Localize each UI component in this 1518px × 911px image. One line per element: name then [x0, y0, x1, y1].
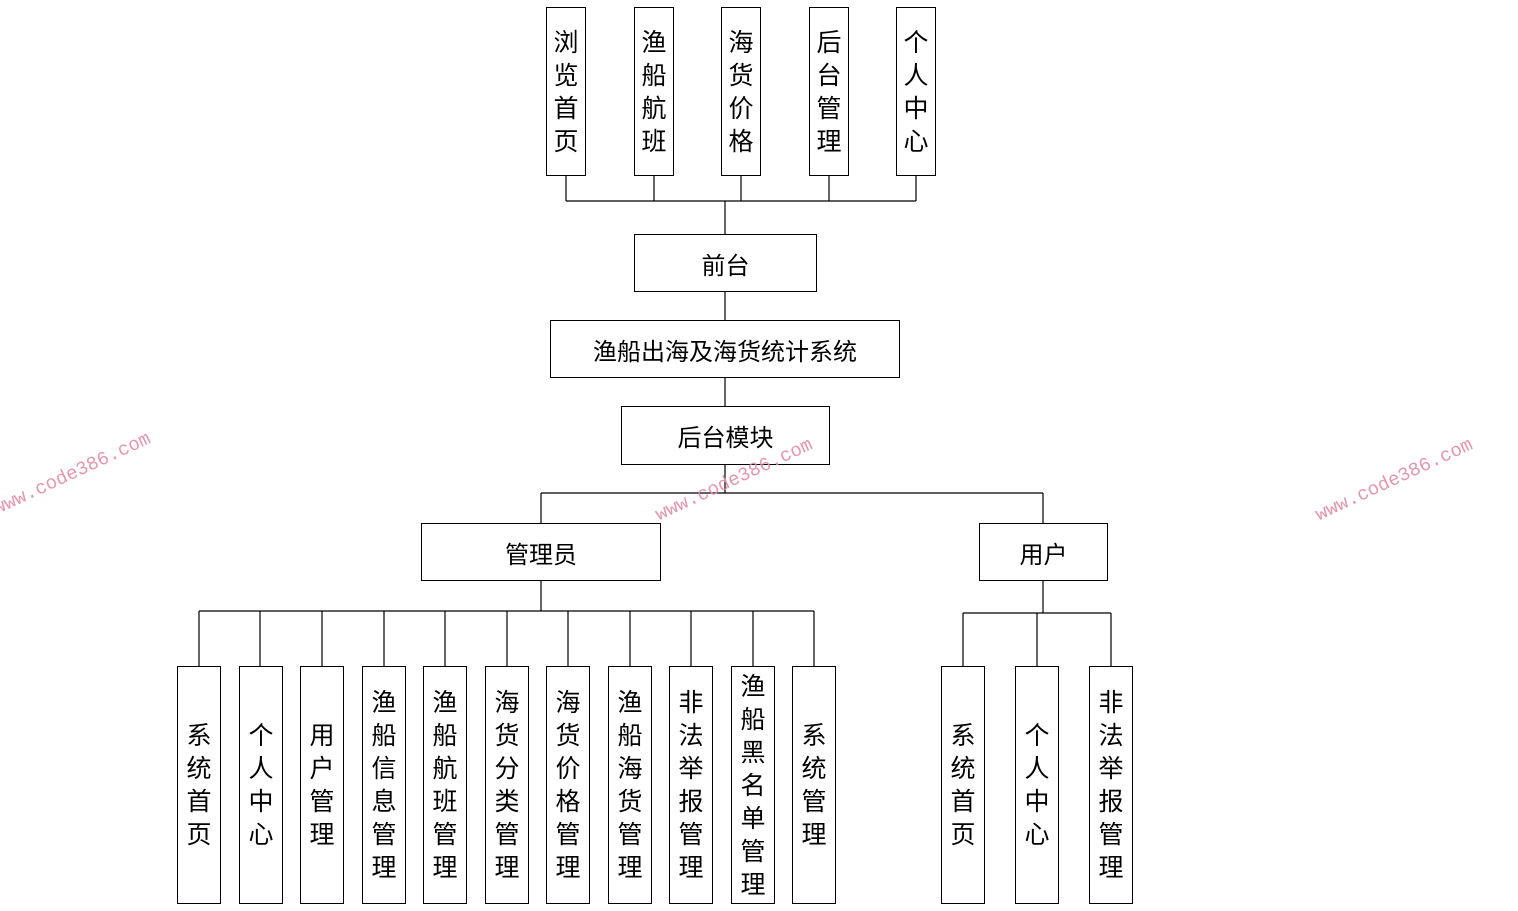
node-label: 系统首页 [186, 721, 212, 849]
node-admin-home: 系统首页 [177, 666, 221, 904]
node-label: 后台模块 [677, 424, 774, 452]
node-admin-blacklist: 渔船黑名单管理 [731, 666, 775, 904]
node-label: 海货价格管理 [555, 688, 581, 882]
node-admin-personal: 个人中心 [239, 666, 283, 904]
node-label: 用户管理 [309, 721, 335, 849]
node-label: 渔船出海及海货统计系统 [593, 337, 857, 366]
node-label: 渔船信息管理 [371, 688, 397, 882]
node-label: 海货分类管理 [494, 688, 520, 882]
node-admin-boat-info: 渔船信息管理 [362, 666, 406, 904]
node-label: 浏览首页 [553, 27, 579, 156]
node-front-boat-flight: 渔船航班 [634, 7, 674, 176]
node-label: 个人中心 [248, 721, 274, 849]
node-label: 非法举报管理 [678, 688, 704, 882]
node-label: 非法举报管理 [1098, 688, 1124, 882]
node-label: 系统首页 [950, 721, 976, 849]
node-user: 用户 [979, 523, 1108, 581]
node-front-admin: 后台管理 [809, 7, 849, 176]
node-user-personal: 个人中心 [1015, 666, 1059, 904]
node-admin-seafood-price: 海货价格管理 [546, 666, 590, 904]
node-admin-system: 系统管理 [792, 666, 836, 904]
node-front-personal: 个人中心 [896, 7, 936, 176]
node-admin-seafood-category: 海货分类管理 [485, 666, 529, 904]
node-backend: 后台模块 [621, 406, 830, 465]
node-label: 渔船航班 [641, 27, 667, 156]
node-front-seafood-price: 海货价格 [721, 7, 761, 176]
node-system-root: 渔船出海及海货统计系统 [550, 320, 900, 378]
node-label: 前台 [701, 251, 750, 280]
node-label: 个人中心 [1024, 721, 1050, 849]
node-label: 渔船航班管理 [432, 688, 458, 882]
node-user-home: 系统首页 [941, 666, 985, 904]
node-admin-boat-seafood: 渔船海货管理 [608, 666, 652, 904]
node-label: 海货价格 [728, 27, 754, 156]
node-label: 渔船黑名单管理 [740, 671, 766, 899]
node-label: 管理员 [505, 540, 577, 569]
node-label: 用户 [1019, 540, 1068, 569]
node-label: 后台管理 [816, 27, 842, 156]
node-label: 个人中心 [903, 27, 929, 156]
node-label: 系统管理 [801, 721, 827, 849]
node-admin-boat-flight: 渔船航班管理 [423, 666, 467, 904]
node-admin-users: 用户管理 [300, 666, 344, 904]
node-admin-report: 非法举报管理 [669, 666, 713, 904]
node-frontend: 前台 [634, 234, 817, 292]
node-user-report: 非法举报管理 [1089, 666, 1133, 904]
node-label: 渔船海货管理 [617, 688, 643, 882]
node-front-browse: 浏览首页 [546, 7, 586, 176]
node-admin: 管理员 [421, 523, 661, 581]
